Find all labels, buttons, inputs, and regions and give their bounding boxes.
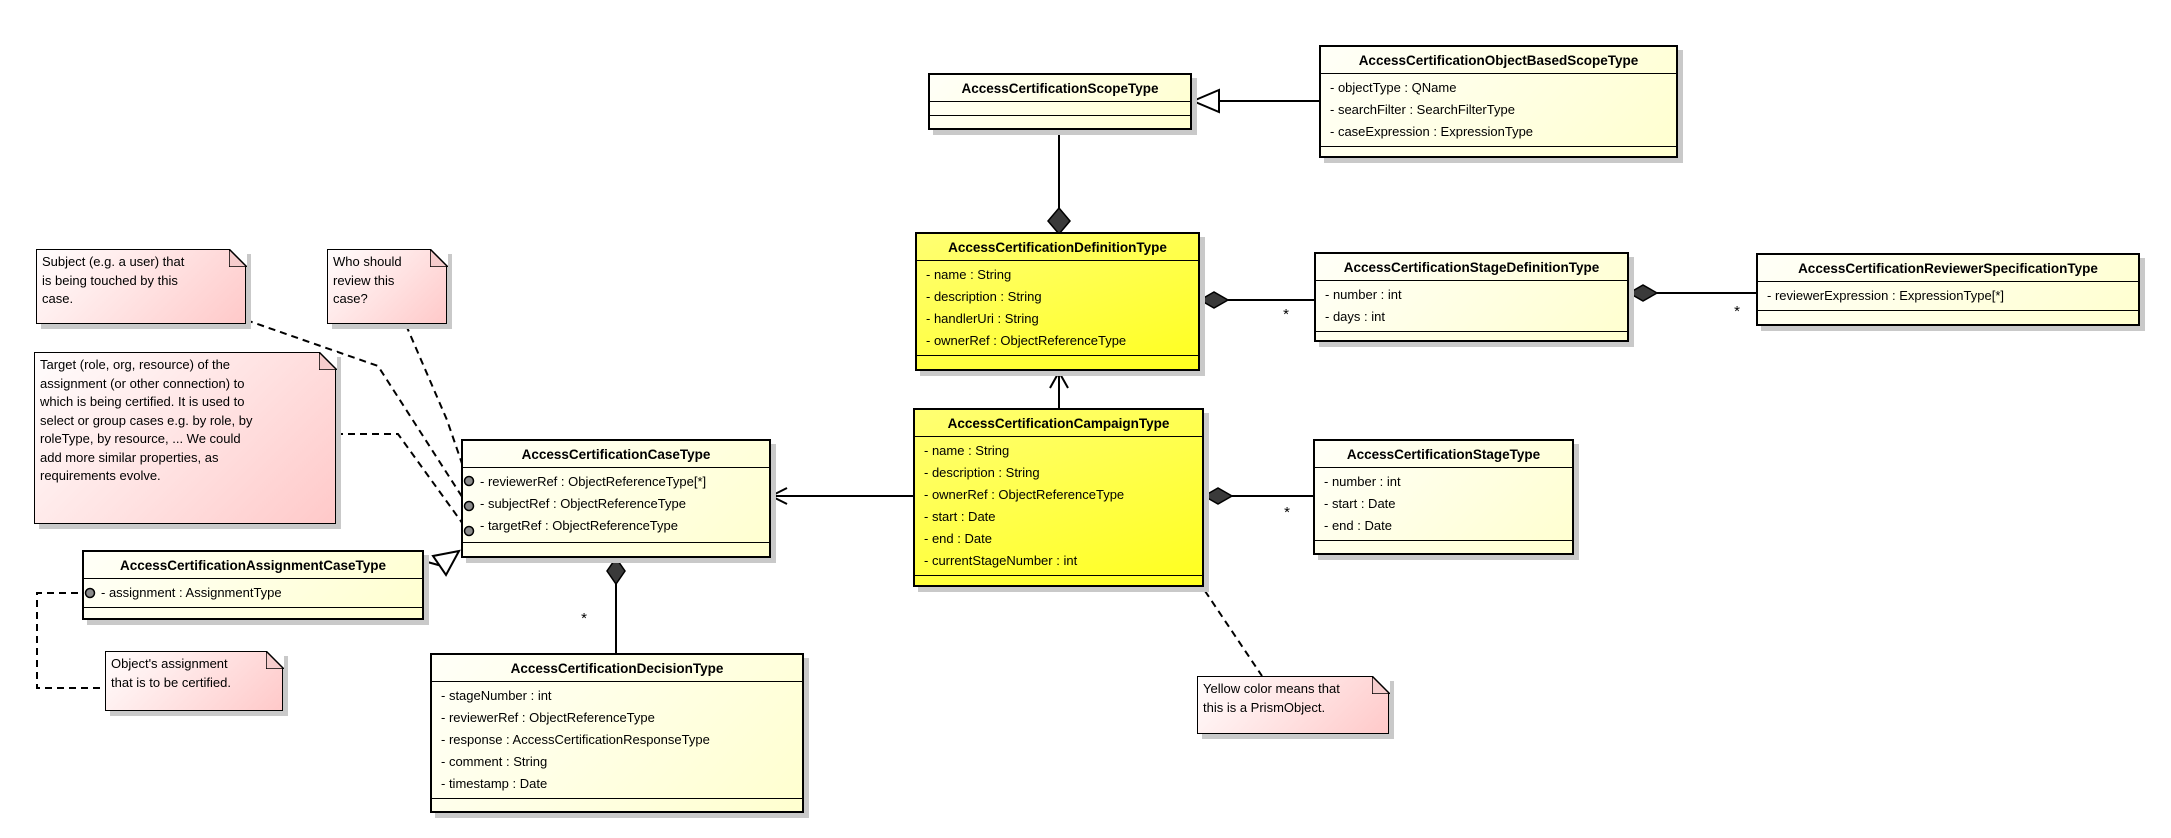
multiplicity-label: * [581,610,587,627]
class-attribute: - number : int [1324,474,1401,489]
note-fold-icon [265,650,284,669]
class-title: AccessCertificationStageDefinitionType [1316,254,1627,281]
class-title: AccessCertificationScopeType [930,75,1190,102]
note-fold-icon [228,248,247,267]
composition-stagedefinition-reviewerspec [1627,284,1756,302]
class-attributes: - number : int - start : Date - end : Da… [1315,468,1572,541]
class-title: AccessCertificationDefinitionType [917,234,1198,261]
class-attribute: - reviewerRef : ObjectReferenceType[*] [480,474,707,489]
note-fold-icon [318,351,337,370]
class-attribute: - handlerUri : String [926,311,1039,326]
class-compartment-empty [1315,541,1572,553]
class-compartment-empty [915,576,1202,585]
class-attribute: - number : int [1325,287,1402,302]
class-compartment-empty [432,799,802,811]
class-attributes: - assignment : AssignmentType [84,579,422,608]
class-attribute: - end : Date [924,531,992,546]
class-compartment-empty [930,116,1190,129]
class-access-certification-stage-definition-type: AccessCertificationStageDefinitionType -… [1314,252,1629,342]
generalization-objectbasedscope-to-scope [1190,88,1319,114]
note-fold-icon [429,248,448,267]
class-title: AccessCertificationReviewerSpecification… [1758,255,2138,282]
class-attribute: - comment : String [441,754,548,769]
association-campaign-to-case [770,487,913,505]
class-access-certification-definition-type: AccessCertificationDefinitionType - name… [915,232,1200,371]
class-attributes: - stageNumber : int - reviewerRef : Obje… [432,682,802,799]
class-attribute: - subjectRef : ObjectReferenceType [480,496,686,511]
note-text: Object's assignment that is to be certif… [111,656,231,690]
class-attribute: - timestamp : Date [441,776,548,791]
class-attributes: - number : int - days : int [1316,281,1627,332]
class-attribute: - name : String [924,443,1010,458]
note-link-target [336,433,469,532]
class-attributes: - name : String - description : String -… [917,261,1198,356]
class-attribute: - currentStageNumber : int [924,553,1078,568]
note-yellow-meaning: Yellow color means that this is a PrismO… [1197,675,1390,734]
class-attribute: - response : AccessCertificationResponse… [441,732,710,747]
class-title: AccessCertificationCaseType [463,441,769,468]
association-campaign-to-definition [1049,371,1069,408]
note-link-who-review [405,324,469,482]
class-access-certification-stage-type: AccessCertificationStageType - number : … [1313,439,1574,555]
class-compartment-empty [930,102,1190,116]
class-access-certification-case-type: AccessCertificationCaseType - reviewerRe… [461,439,771,558]
class-compartment-empty [1321,147,1676,156]
class-attribute: - targetRef : ObjectReferenceType [480,518,678,533]
composition-campaign-stage [1202,487,1313,505]
class-attribute: - ownerRef : ObjectReferenceType [926,333,1127,348]
class-attribute: - caseExpression : ExpressionType [1330,124,1534,139]
class-attributes: - reviewerExpression : ExpressionType[*] [1758,282,2138,311]
class-attributes: - objectType : QName - searchFilter : Se… [1321,74,1676,147]
class-title: AccessCertificationStageType [1315,441,1572,468]
class-attribute: - days : int [1325,309,1385,324]
composition-case-decision [606,556,626,653]
class-compartment-empty [1758,311,2138,324]
note-text: Target (role, org, resource) of the assi… [40,357,253,483]
note-text: Yellow color means that this is a PrismO… [1203,681,1340,715]
note-fold-icon [1371,675,1390,694]
class-title: AccessCertificationCampaignType [915,410,1202,437]
class-attribute: - objectType : QName [1330,80,1457,95]
class-attributes: - name : String - description : String -… [915,437,1202,576]
class-compartment-empty [1316,332,1627,340]
class-attribute: - start : Date [1324,496,1396,511]
class-access-certification-reviewer-specification-type: AccessCertificationReviewerSpecification… [1756,253,2140,326]
class-title: AccessCertificationAssignmentCaseType [84,552,422,579]
class-access-certification-decision-type: AccessCertificationDecisionType - stageN… [430,653,804,813]
class-access-certification-object-based-scope-type: AccessCertificationObjectBasedScopeType … [1319,45,1678,158]
note-subject: Subject (e.g. a user) that is being touc… [36,248,247,324]
class-attribute: - name : String [926,267,1012,282]
composition-definition-stagedefinition [1198,291,1314,309]
class-attributes: - reviewerRef : ObjectReferenceType[*] -… [463,468,769,543]
class-attribute: - description : String [924,465,1040,480]
class-compartment-empty [84,608,422,618]
note-text: Who should review this case? [333,254,402,306]
class-attribute: - ownerRef : ObjectReferenceType [924,487,1125,502]
multiplicity-label: * [1734,303,1740,320]
composition-definition-scope [1047,130,1071,236]
class-attribute: - reviewerExpression : ExpressionType[*] [1767,288,2004,303]
class-access-certification-campaign-type: AccessCertificationCampaignType - name :… [913,408,1204,587]
note-target: Target (role, org, resource) of the assi… [34,351,337,524]
generalization-assignmentcase-to-case [419,549,461,577]
class-attribute: - assignment : AssignmentType [101,585,282,600]
class-attribute: - searchFilter : SearchFilterType [1330,102,1515,117]
multiplicity-label: * [1283,306,1289,323]
class-attribute: - stageNumber : int [441,688,552,703]
class-attribute: - end : Date [1324,518,1392,533]
note-link-yellow-meaning [1204,590,1263,677]
class-access-certification-scope-type: AccessCertificationScopeType [928,73,1192,130]
class-attribute: - description : String [926,289,1042,304]
class-compartment-empty [917,356,1198,369]
class-title: AccessCertificationDecisionType [432,655,802,682]
multiplicity-label: * [1284,504,1290,521]
note-object-assignment: Object's assignment that is to be certif… [105,650,284,711]
class-attribute: - reviewerRef : ObjectReferenceType [441,710,655,725]
note-who-review: Who should review this case? [327,248,448,324]
class-access-certification-assignment-case-type: AccessCertificationAssignmentCaseType - … [82,550,424,620]
class-compartment-empty [463,543,769,556]
class-title: AccessCertificationObjectBasedScopeType [1321,47,1676,74]
note-text: Subject (e.g. a user) that is being touc… [42,254,185,306]
class-attribute: - start : Date [924,509,996,524]
